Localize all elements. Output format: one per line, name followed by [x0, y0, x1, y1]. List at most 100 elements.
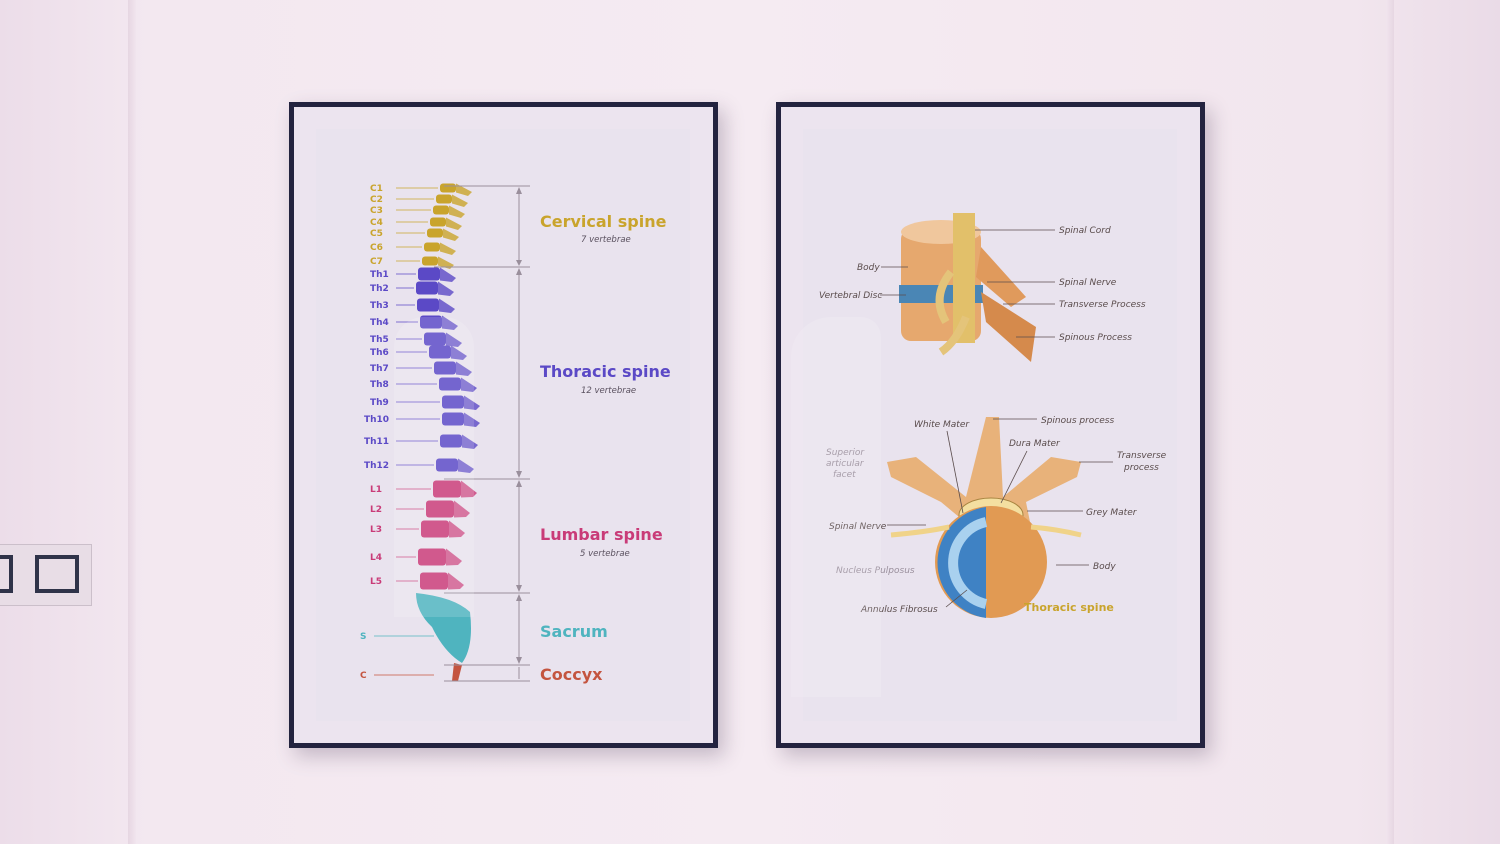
vertebra-label-c6: C6 — [370, 243, 383, 253]
vertebra-body-th10 — [442, 412, 464, 426]
spinous-process-c3 — [449, 205, 465, 218]
spinous-process-c6 — [440, 242, 456, 255]
coccyx-bone — [452, 663, 462, 681]
label-vertebral-disc: Vertebral Disc — [819, 291, 882, 301]
spinous-process-l3 — [449, 520, 465, 538]
vertebra-body-th4 — [420, 315, 442, 329]
label-spinous-process-top: Spinous process — [1041, 416, 1114, 426]
vertebra-body-th8 — [439, 377, 461, 391]
vertebra-body-th9 — [442, 395, 464, 409]
vertebra-body-th1 — [418, 267, 440, 281]
vertebra-side-view — [899, 213, 1036, 362]
spinous-process-th11 — [462, 434, 478, 449]
vertebra-body-c2 — [436, 194, 452, 204]
spine-chart: C1C2C3C4C5C6C7Th1Th2Th3Th4Th5Th6Th7Th8Th… — [360, 183, 671, 684]
label-dura-mater: Dura Mater — [1009, 439, 1061, 449]
vertebra-label-c2: C2 — [370, 195, 383, 205]
vertebra-body-th7 — [434, 361, 456, 375]
vertebra-body-c3 — [433, 205, 449, 215]
light-switch-plate — [0, 544, 92, 606]
vertebra-body-l2 — [426, 500, 454, 518]
cervical-subtitle: 7 vertebrae — [581, 235, 631, 245]
label-body-side: Body — [857, 263, 880, 273]
right-poster-frame: Spinal Cord Body Spinal Nerve Vertebral … — [776, 102, 1205, 748]
label-white-mater: White Mater — [914, 420, 970, 430]
label-annulus-fibrosus: Annulus Fibrosus — [860, 605, 938, 615]
spinous-process-l5 — [448, 572, 464, 590]
vertebra-label-th3: Th3 — [370, 301, 389, 311]
vertebra-body-th12 — [436, 458, 458, 472]
vertebra-label-th7: Th7 — [370, 364, 389, 374]
thoracic-spine-caption: Thoracic spine — [1024, 601, 1114, 614]
light-switch-left[interactable] — [0, 555, 13, 593]
vertebra-label-l4: L4 — [370, 553, 382, 563]
vertebra-label-l2: L2 — [370, 505, 382, 515]
vertebra-diagram: Spinal Cord Body Spinal Nerve Vertebral … — [819, 213, 1167, 618]
vertebra-body-c7 — [422, 256, 438, 266]
vertebra-label-l1: L1 — [370, 485, 382, 495]
wall-corner-left — [128, 0, 136, 844]
vertebra-label-c3: C3 — [370, 206, 383, 216]
spinous-process-th4 — [442, 315, 458, 330]
vertebra-body-l5 — [420, 572, 448, 590]
vertebra-label-th9: Th9 — [370, 398, 389, 408]
spinous-process-th6 — [451, 345, 467, 360]
spinous-process-th10 — [464, 412, 480, 427]
thoracic-subtitle: 12 vertebrae — [581, 386, 636, 396]
vertebra-label-c1: C1 — [370, 184, 383, 194]
vertebra-label-l5: L5 — [370, 577, 382, 587]
label-superior-line2: articular — [826, 459, 865, 469]
vertebra-label-th1: Th1 — [370, 270, 389, 280]
vertebra-label-th5: Th5 — [370, 335, 389, 345]
vertebra-label-c4: C4 — [370, 218, 383, 228]
vertebra-label-th6: Th6 — [370, 348, 389, 358]
light-switch-right[interactable] — [35, 555, 79, 593]
spinous-process-th5 — [446, 332, 462, 347]
spinous-process-c4 — [446, 217, 462, 230]
wall-corner-right — [1386, 0, 1394, 844]
vertebra-body-c4 — [430, 217, 446, 227]
spinous-process-th8 — [461, 377, 477, 392]
vertebra-body-th6 — [429, 345, 451, 359]
spinous-process-th1 — [440, 267, 456, 282]
label-superior-line3: facet — [833, 470, 856, 480]
spinous-process-th9 — [464, 395, 480, 410]
vertebra-body-l1 — [433, 480, 461, 498]
vertebra-label-th10: Th10 — [364, 415, 389, 425]
label-nucleus-pulposus: Nucleus Pulposus — [836, 566, 915, 576]
label-spinal-nerve-side: Spinal Nerve — [1059, 278, 1117, 288]
vertebra-label-l3: L3 — [370, 525, 382, 535]
vertebra-body-c1 — [440, 183, 456, 193]
vertebra-label-th12: Th12 — [364, 461, 389, 471]
vertebra-body-c5 — [427, 228, 443, 238]
label-grey-mater: Grey Mater — [1086, 508, 1138, 518]
vertebra-body-c6 — [424, 242, 440, 252]
vertebra-label-th11: Th11 — [364, 437, 389, 447]
spinous-process-c5 — [443, 228, 459, 241]
spinous-process-l1 — [461, 480, 477, 498]
window-reflection — [394, 317, 474, 617]
spinous-process-c1 — [456, 183, 472, 196]
vertebra-label-c5: C5 — [370, 229, 383, 239]
spinous-process-c2 — [452, 194, 468, 207]
spinous-process-l2 — [454, 500, 470, 518]
vertebra-body-th3 — [417, 298, 439, 312]
label-spinal-nerve-top: Spinal Nerve — [829, 522, 887, 532]
label-body-top: Body — [1093, 562, 1116, 572]
label-superior-line1: Superior — [826, 448, 865, 458]
vertebra-body-th11 — [440, 434, 462, 448]
vertebra-top-view — [887, 417, 1082, 618]
sacrum-bone — [416, 593, 471, 663]
label-transverse-line1: Transverse — [1117, 451, 1167, 461]
vertebra-body-l4 — [418, 548, 446, 566]
cervical-title: Cervical spine — [540, 212, 667, 231]
thoracic-title: Thoracic spine — [540, 362, 671, 381]
sacrum-label: S — [360, 632, 366, 642]
spinous-process-th12 — [458, 458, 474, 473]
label-transverse-process-side: Transverse Process — [1059, 300, 1146, 310]
vertebra-label-th4: Th4 — [370, 318, 389, 328]
vertebra-body-th5 — [424, 332, 446, 346]
left-poster-paper — [316, 129, 690, 721]
lumbar-title: Lumbar spine — [540, 525, 663, 544]
